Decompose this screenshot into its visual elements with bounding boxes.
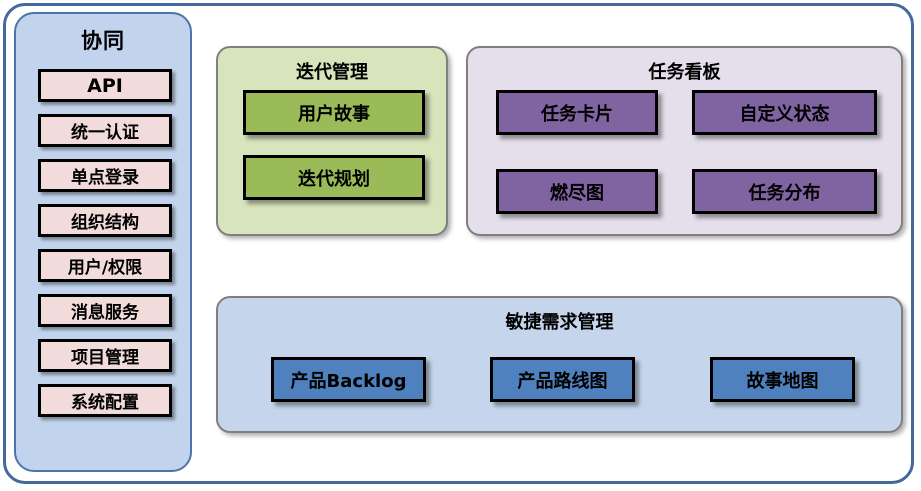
node-story-map[interactable]: 故事地图 [710, 357, 855, 402]
sidebar-item-unified-auth[interactable]: 统一认证 [38, 114, 172, 147]
sidebar-item-single-sign-on[interactable]: 单点登录 [38, 159, 172, 192]
group-taskboard-title: 任务看板 [648, 62, 721, 83]
group-agile-requirements-management: 敏捷需求管理 产品Backlog 产品路线图 故事地图 [216, 296, 903, 433]
node-product-backlog[interactable]: 产品Backlog [271, 357, 426, 402]
sidebar-item-list: API 统一认证 单点登录 组织结构 用户/权限 消息服务 项目管理 系统配置 [38, 69, 172, 429]
sidebar-collaboration-panel: 协同 API 统一认证 单点登录 组织结构 用户/权限 消息服务 项目管理 系统… [14, 12, 192, 472]
node-user-story[interactable]: 用户故事 [243, 90, 425, 135]
sidebar-title: 协同 [81, 29, 125, 53]
sidebar-item-user-permission[interactable]: 用户/权限 [38, 249, 172, 282]
node-task-distribution[interactable]: 任务分布 [692, 169, 877, 214]
sidebar-item-system-config[interactable]: 系统配置 [38, 384, 172, 417]
node-burndown-chart[interactable]: 燃尽图 [496, 169, 658, 214]
sidebar-item-project-management[interactable]: 项目管理 [38, 339, 172, 372]
sidebar-item-message-service[interactable]: 消息服务 [38, 294, 172, 327]
node-iteration-planning[interactable]: 迭代规划 [243, 155, 425, 200]
node-product-roadmap[interactable]: 产品路线图 [490, 357, 635, 402]
group-iteration-management: 迭代管理 用户故事 迭代规划 [216, 46, 448, 236]
node-task-card[interactable]: 任务卡片 [496, 90, 658, 135]
group-agile-title: 敏捷需求管理 [505, 312, 614, 333]
node-custom-status[interactable]: 自定义状态 [692, 90, 877, 135]
group-task-board: 任务看板 任务卡片 自定义状态 燃尽图 任务分布 [466, 46, 903, 236]
sidebar-item-org-structure[interactable]: 组织结构 [38, 204, 172, 237]
group-iteration-title: 迭代管理 [296, 62, 368, 83]
sidebar-item-api[interactable]: API [38, 69, 172, 102]
